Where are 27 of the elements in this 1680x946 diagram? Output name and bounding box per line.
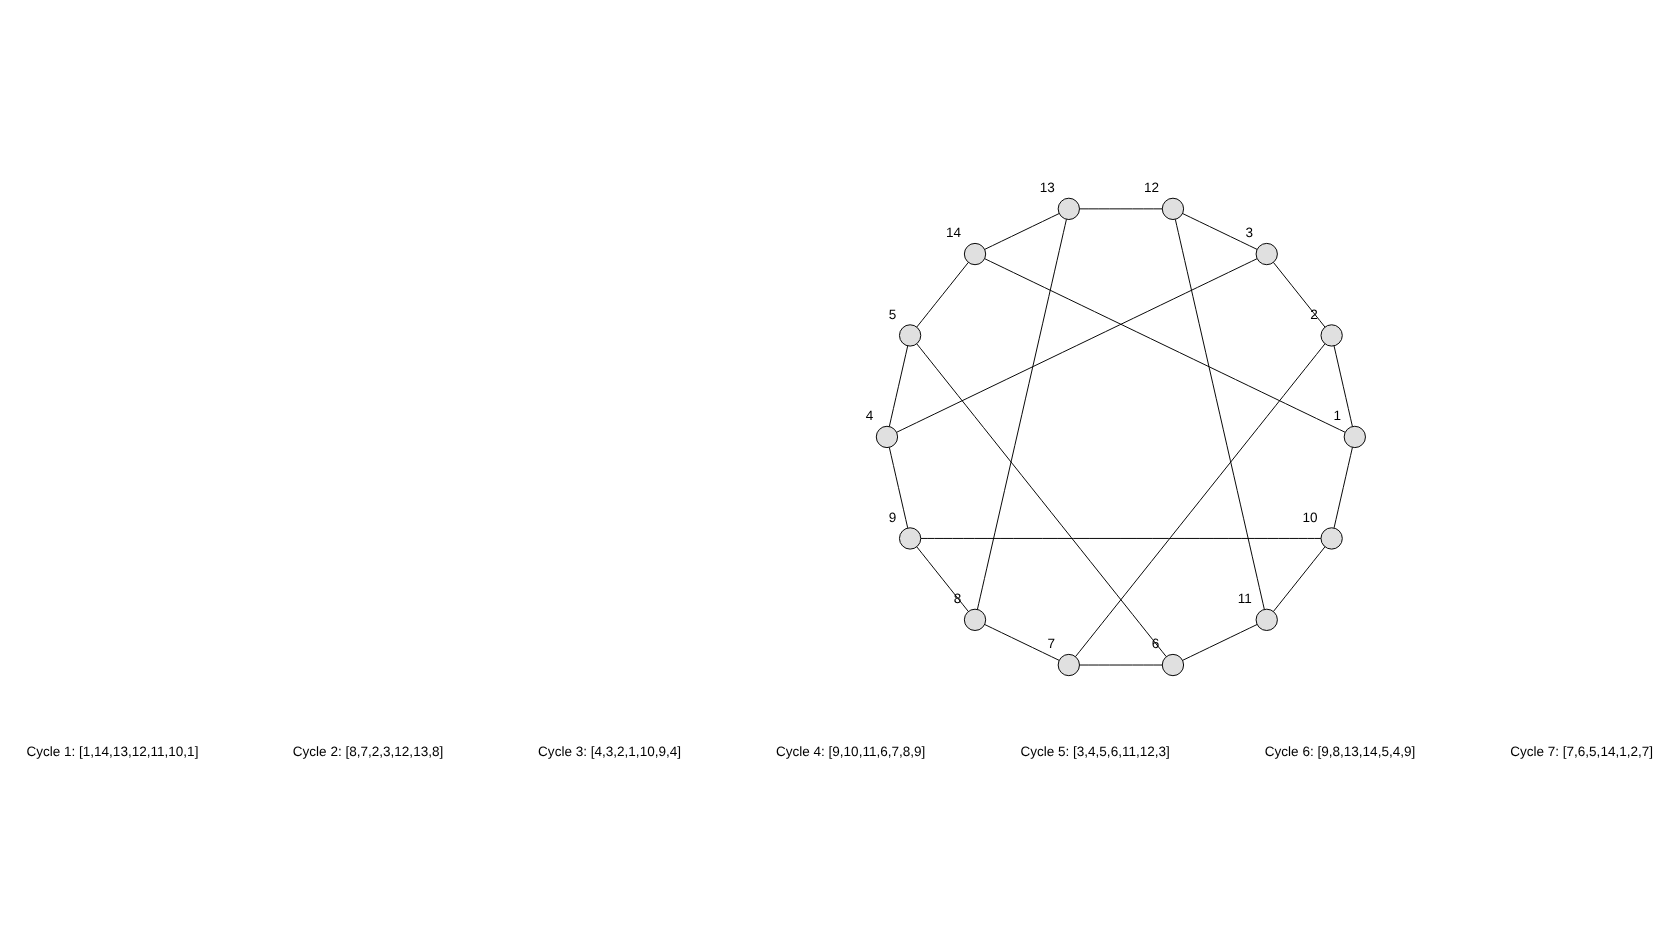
node-circle xyxy=(1320,526,1343,549)
connector xyxy=(1079,207,1163,209)
node-circle xyxy=(1255,241,1278,265)
node-circle xyxy=(963,607,987,630)
connector xyxy=(1333,344,1353,426)
node-circle xyxy=(1161,652,1185,676)
node-circle xyxy=(898,526,922,549)
node-circle xyxy=(1161,196,1185,219)
node-circle xyxy=(1343,424,1366,448)
connector xyxy=(1333,445,1353,528)
connector xyxy=(888,344,909,426)
node-circle xyxy=(1255,607,1278,630)
connector xyxy=(1273,545,1326,611)
connector xyxy=(976,217,1067,609)
node-circle xyxy=(1320,323,1343,346)
connector xyxy=(984,212,1060,249)
node-circle xyxy=(875,424,899,448)
connector xyxy=(888,445,909,528)
node-circle xyxy=(898,323,922,346)
node-circle xyxy=(1057,196,1080,219)
connector xyxy=(920,536,1322,538)
connector xyxy=(896,257,1258,432)
node-circle xyxy=(1057,652,1080,676)
node-circle xyxy=(963,241,987,265)
connector xyxy=(1079,663,1163,665)
connector xyxy=(916,260,969,327)
connector xyxy=(1182,623,1258,660)
